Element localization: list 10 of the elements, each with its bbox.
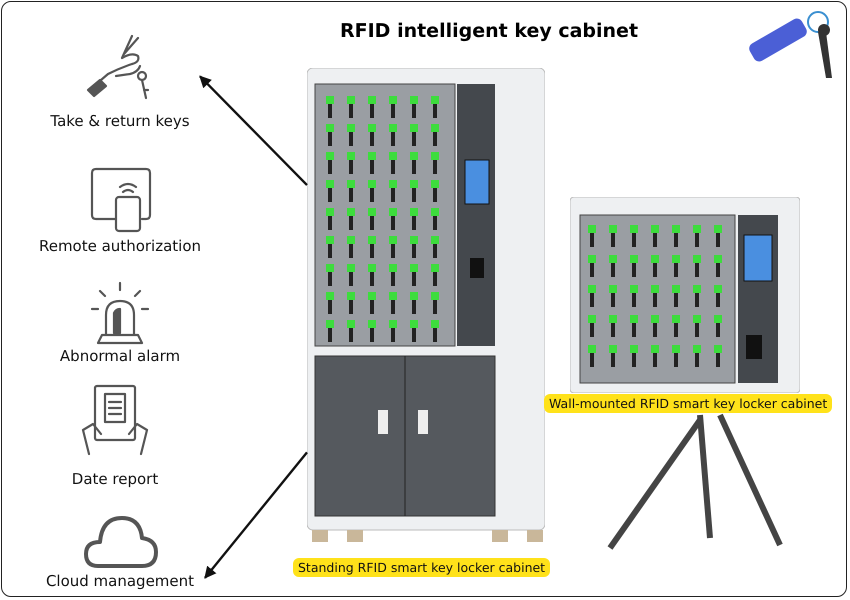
arrow (204, 452, 308, 579)
diagram-title: RFID intelligent key cabinet (340, 20, 638, 42)
caption-label: Wall-mounted RFID smart key locker cabinet (544, 394, 832, 413)
feature-label: Take & return keys (49, 112, 191, 130)
feature-label: Cloud management (44, 572, 196, 590)
feature-label: Date report (70, 470, 160, 488)
caption-label: Standing RFID smart key locker cabinet (293, 558, 550, 577)
feature-label: Abnormal alarm (58, 347, 182, 365)
feature-label: Remote authorization (38, 237, 202, 255)
arrow (199, 75, 308, 186)
